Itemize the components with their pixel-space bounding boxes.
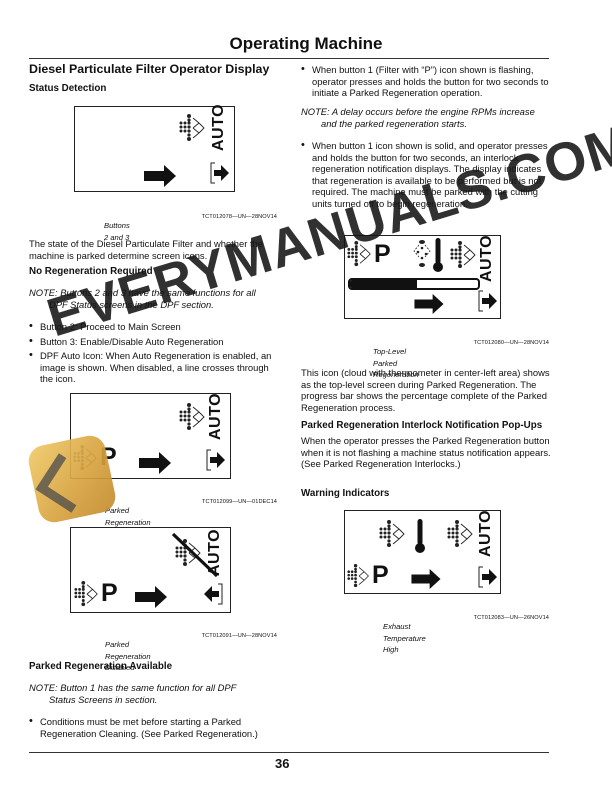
dpf-filter-icon [379, 519, 405, 548]
thermometer-icon [433, 238, 443, 272]
note-delay: NOTE: A delay occurs before the engine R… [301, 106, 553, 129]
right-arrow-icon[interactable] [410, 569, 442, 589]
dpf-screen: AUTO [74, 103, 235, 192]
auto-label: AUTO [478, 234, 495, 282]
progress-fill [350, 280, 417, 288]
page-number: 36 [275, 756, 290, 771]
enter-arrow-icon[interactable] [204, 583, 224, 605]
top-level-paragraph: This icon (cloud with thermometer in cen… [301, 367, 550, 413]
note-line: NOTE: A delay occurs before the engine R… [301, 106, 535, 117]
left-column: Diesel Particulate Filter Operator Displ… [29, 0, 281, 792]
right-arrow-icon[interactable] [144, 165, 176, 187]
button1-solid-bullets: When button 1 icon shown is solid, and o… [301, 140, 553, 213]
figure-id: TCT012091—UN—28NOV14 [201, 633, 277, 639]
note-button-1: NOTE: Button 1 has the same function for… [29, 682, 281, 705]
list-item: DPF Auto Icon: When Auto Regeneration is… [29, 350, 281, 385]
exit-arrow-icon[interactable] [478, 566, 498, 588]
note-line: and the parked regeneration starts. [321, 117, 467, 129]
dpf-filter-park-icon[interactable] [347, 563, 371, 589]
no-regen-bullets: Button 2: Proceed to Main Screen Button … [29, 321, 281, 388]
auto-label: AUTO [210, 103, 227, 151]
note-line: NOTE: Button 1 has the same function for… [29, 682, 237, 693]
chevron-left-icon [35, 453, 95, 513]
park-p-label: P [374, 240, 391, 268]
figure-id: TCT012080—UN—28NOV14 [473, 340, 549, 346]
exit-arrow-icon[interactable] [478, 290, 498, 312]
figure-id: TCT012083—UN—26NOV14 [473, 615, 549, 621]
park-p-label: P [372, 561, 389, 589]
dpf-screen: AUTO P [70, 393, 231, 479]
status-detection-heading: Status Detection [29, 83, 107, 94]
no-regen-heading: No Regeneration Required [29, 266, 153, 277]
list-item: Button 3: Enable/Disable Auto Regenerati… [29, 336, 281, 348]
list-item: Button 2: Proceed to Main Screen [29, 321, 281, 333]
park-p-label: P [101, 579, 118, 607]
figure-caption: Buttons 2 and 3 [104, 221, 130, 242]
note-line: DPF Status screens in the DPF section. [49, 298, 214, 310]
dpf-filter-auto-icon [179, 113, 205, 142]
note-buttons-2-3: NOTE: Buttons 2 and 3 have the same func… [29, 287, 281, 310]
disabled-slash-icon [171, 532, 219, 578]
auto-label: AUTO [207, 392, 224, 440]
note-line: Status Screens in section. [49, 693, 158, 705]
dpf-filter-auto-icon [450, 240, 476, 269]
watermark-logo [25, 432, 119, 526]
footer-divider [29, 752, 549, 753]
list-item: Conditions must be met before starting a… [29, 716, 281, 739]
progress-bar [348, 278, 480, 290]
interlock-heading: Parked Regeneration Interlock Notificati… [301, 420, 543, 431]
figure-caption: Top-Level Parked Regeneration [373, 347, 419, 380]
regen-available-bullets: Conditions must be met before starting a… [29, 716, 281, 742]
status-paragraph: The state of the Diesel Particulate Filt… [29, 238, 263, 261]
cloud-icon [413, 240, 431, 268]
right-arrow-icon[interactable] [135, 586, 167, 608]
dpf-screen: AUTO P [344, 510, 501, 594]
interlock-paragraph: When the operator presses the Parked Reg… [301, 435, 551, 470]
button1-flashing-bullets: When button 1 (Filter with “P”) icon sho… [301, 64, 553, 102]
right-arrow-icon[interactable] [139, 452, 171, 474]
dpf-filter-auto-icon [179, 402, 205, 431]
section-title: Diesel Particulate Filter Operator Displ… [29, 62, 270, 76]
list-item: When button 1 icon shown is solid, and o… [301, 140, 553, 210]
figure-caption: Exhaust Temperature High [383, 622, 426, 655]
figure-id: TCT012078—UN—28NOV14 [201, 214, 277, 220]
thermometer-icon [415, 519, 425, 553]
auto-label: AUTO [477, 509, 494, 557]
dpf-screen: AUTO P [70, 527, 231, 613]
list-item: When button 1 (Filter with “P”) icon sho… [301, 64, 553, 99]
right-arrow-icon[interactable] [413, 294, 445, 314]
warning-heading: Warning Indicators [301, 488, 390, 499]
page-title: Operating Machine [229, 34, 383, 53]
dpf-filter-auto-icon [447, 519, 473, 548]
right-column: When button 1 (Filter with “P”) icon sho… [301, 0, 553, 792]
header-divider [29, 58, 549, 59]
dpf-filter-park-icon[interactable] [74, 580, 100, 608]
regen-available-heading: Parked Regeneration Available [29, 661, 173, 672]
figure-id: TCT012099—UN—01DEC14 [201, 499, 277, 505]
exit-arrow-icon[interactable] [206, 449, 226, 471]
exit-arrow-icon[interactable] [210, 162, 230, 184]
figure-caption: Parked Regeneration Disabled [105, 640, 151, 673]
dpf-filter-park-icon[interactable] [347, 240, 373, 268]
note-line: NOTE: Buttons 2 and 3 have the same func… [29, 287, 256, 298]
dpf-screen: P AUTO [344, 235, 501, 319]
